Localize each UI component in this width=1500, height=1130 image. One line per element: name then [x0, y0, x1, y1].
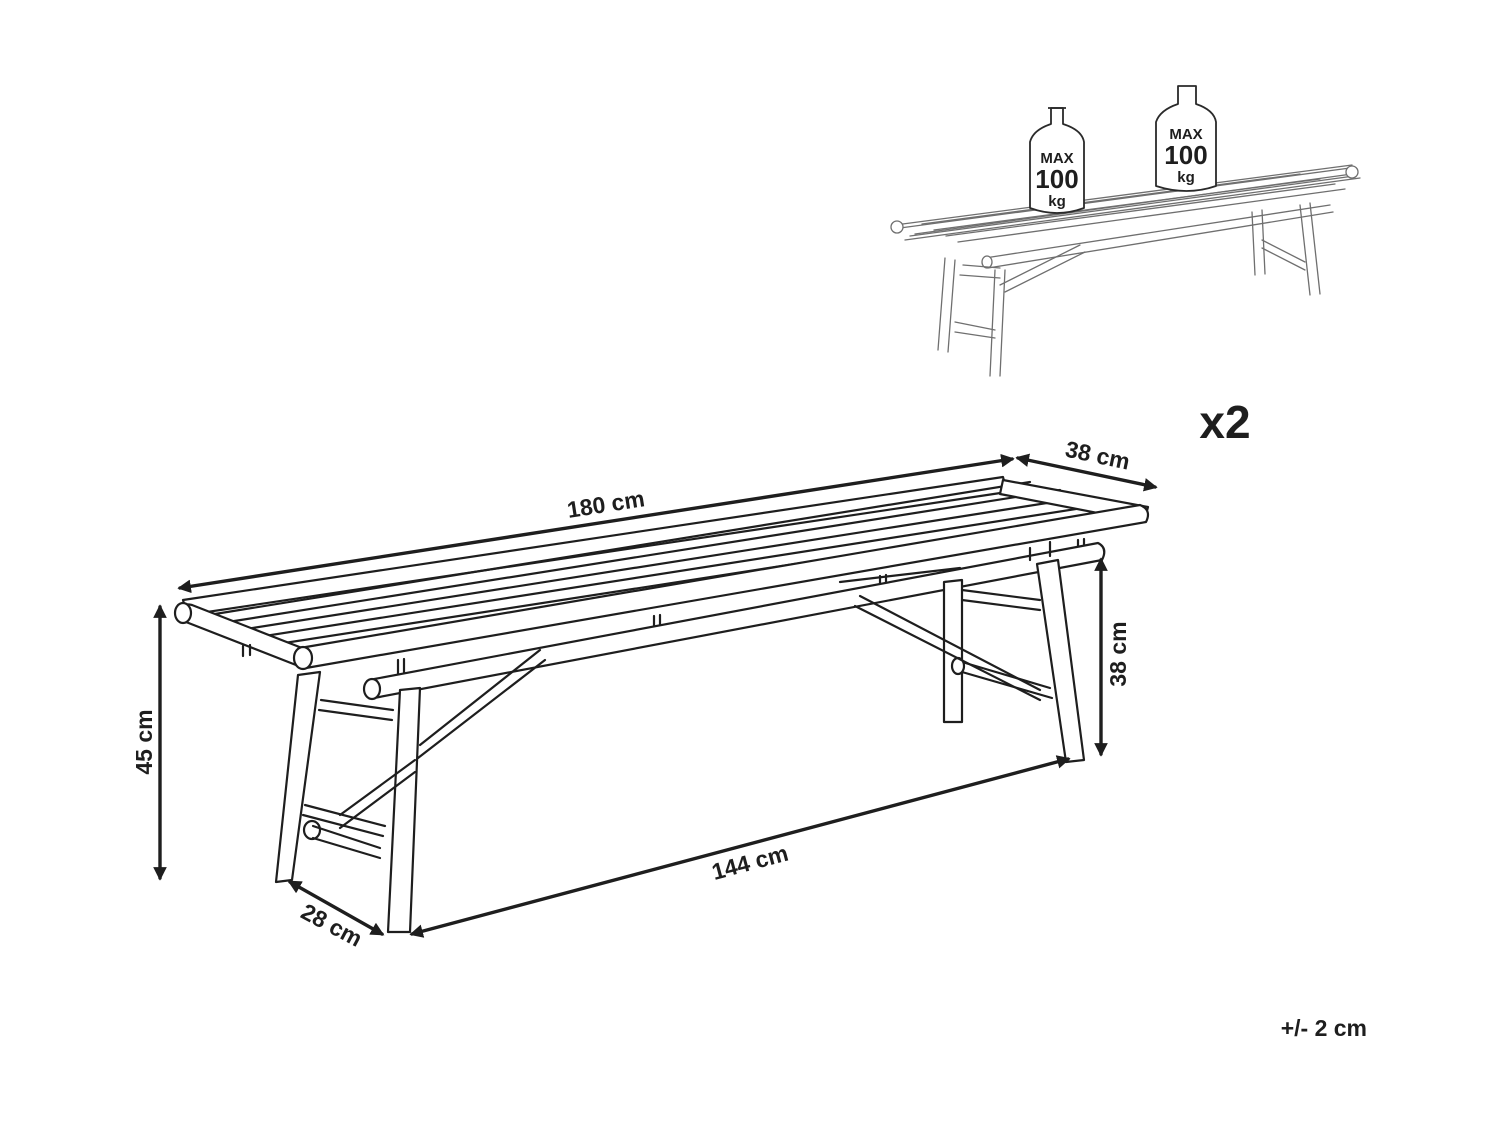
leg-span-arrow [409, 755, 1071, 938]
depth-arrow [1015, 453, 1158, 492]
weight-unit: kg [1048, 193, 1066, 210]
weight-unit: kg [1177, 169, 1195, 186]
length-arrow [177, 453, 1015, 594]
bench-drawing [173, 475, 1150, 934]
weight-value: 100 [1035, 164, 1078, 194]
leg-span-label: 144 cm [709, 840, 791, 885]
inner-height-label: 38 cm [1105, 621, 1131, 686]
weight-value: 100 [1164, 140, 1207, 170]
dimension-arrows [153, 453, 1158, 938]
weight-icon-right: MAX 100 kg [1155, 85, 1217, 192]
load-capacity-illustration: MAX 100 kg MAX 100 kg [890, 85, 1361, 377]
weight-max-label: MAX [1169, 126, 1202, 143]
weight-max-label: MAX [1040, 150, 1073, 167]
weight-icon-left: MAX 100 kg [1029, 107, 1085, 214]
leg-depth-arrow [287, 880, 385, 936]
height-label: 45 cm [131, 709, 157, 774]
tolerance-note: +/- 2 cm [1281, 1015, 1367, 1041]
quantity-label: x2 [1199, 396, 1250, 448]
